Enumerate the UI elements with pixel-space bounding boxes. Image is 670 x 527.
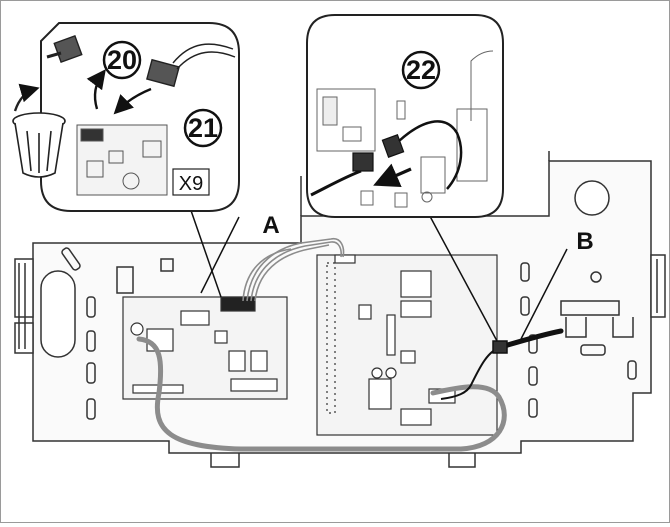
step-21-label: 21 bbox=[188, 113, 218, 143]
new-connector-icon bbox=[146, 43, 236, 88]
right-pcb bbox=[316, 254, 498, 436]
detail-bubble-left: 20 21 X9 bbox=[12, 22, 240, 212]
left-pcb bbox=[122, 296, 288, 400]
detail-bubble-right: 22 bbox=[306, 14, 504, 218]
black-cable-b bbox=[440, 328, 564, 400]
grey-cable-loop bbox=[136, 336, 507, 452]
bubble-pcb-sketch bbox=[76, 124, 168, 196]
bubble-cable bbox=[310, 120, 463, 197]
callout-b: B bbox=[576, 228, 593, 255]
step-20-label: 20 bbox=[107, 45, 137, 75]
ribbon-cable bbox=[242, 237, 345, 302]
step-22-label: 22 bbox=[406, 55, 436, 85]
waste-bin-icon bbox=[12, 83, 66, 178]
callout-a: A bbox=[262, 212, 279, 239]
bubble-board-sketch bbox=[316, 50, 494, 208]
removed-plug-icon bbox=[46, 34, 83, 64]
connector-x9-label: X9 bbox=[179, 173, 203, 195]
leader-lines bbox=[186, 198, 568, 342]
